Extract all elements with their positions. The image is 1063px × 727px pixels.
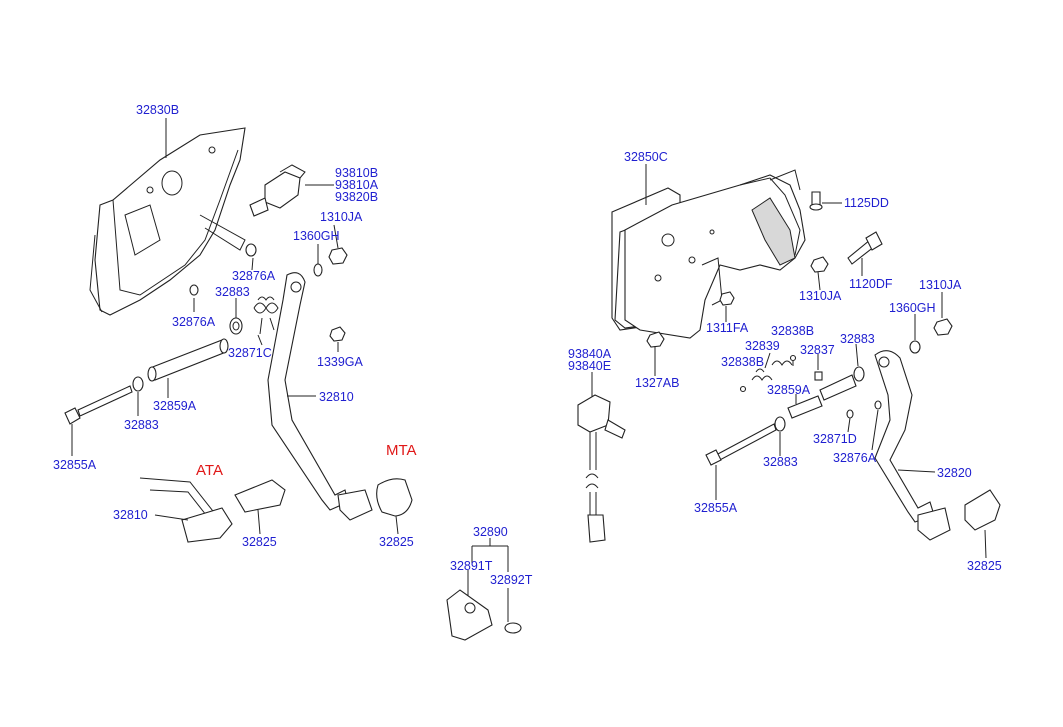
part-label-32810-ata[interactable]: 32810 [113, 508, 148, 522]
nut-1310JA-left [328, 247, 348, 265]
part-label-32837[interactable]: 32837 [800, 343, 835, 357]
leader-lines-left [71, 118, 399, 535]
bushing-32883-upper [229, 317, 243, 335]
part-label-1125DD[interactable]: 1125DD [844, 196, 889, 210]
bushing-32871D [846, 409, 854, 419]
bushing-32883-right-lower [774, 416, 786, 432]
part-label-93840E[interactable]: 93840E [568, 359, 612, 373]
nut-1311FA [719, 291, 735, 306]
spring-32839 [751, 368, 773, 381]
part-label-32850C[interactable]: 32850C [624, 150, 668, 164]
part-label-1311FA[interactable]: 1311FA [706, 321, 749, 335]
spring-32837 [771, 360, 793, 366]
bolt-1120DF [847, 231, 883, 276]
pedal-stopper-32890 [446, 538, 522, 641]
part-label-93810A[interactable]: 93810A [335, 178, 379, 192]
pedal-pad-32825-right [964, 489, 1001, 531]
part-label-32859A-right[interactable]: 32859A [767, 383, 811, 397]
sleeve-32859A-left [147, 338, 229, 382]
part-label-1120DF[interactable]: 1120DF [849, 277, 893, 291]
part-label-32825-mta[interactable]: 32825 [379, 535, 414, 549]
part-label-32855A-left[interactable]: 32855A [53, 458, 97, 472]
part-label-32838B-1[interactable]: 32838B [771, 324, 815, 338]
pedal-bracket-right [611, 169, 806, 339]
part-label-32876A-right[interactable]: 32876A [833, 451, 877, 465]
bolt-32855A-right [705, 423, 777, 466]
bushing-32883-lower [132, 376, 144, 392]
nut-1327AB [646, 331, 665, 348]
part-label-32890[interactable]: 32890 [473, 525, 508, 539]
brake-pedal-32810-ata [139, 477, 233, 543]
part-label-32825-right[interactable]: 32825 [967, 559, 1002, 573]
clip-32837 [814, 371, 823, 381]
part-label-1327AB[interactable]: 1327AB [635, 376, 680, 390]
part-label-32876A-top[interactable]: 32876A [232, 269, 276, 283]
bolt-32855A-left [64, 385, 133, 425]
part-label-32855A-right[interactable]: 32855A [694, 501, 738, 515]
part-label-32892T[interactable]: 32892T [490, 573, 533, 587]
part-label-93810B[interactable]: 93810B [335, 166, 379, 180]
leader-lines-right [645, 164, 987, 559]
nut-1310JA-right-2 [933, 318, 953, 336]
part-label-1310JA-right-2[interactable]: 1310JA [919, 278, 962, 292]
part-label-32839[interactable]: 32839 [745, 339, 780, 353]
variant-label-ata: ATA [196, 462, 223, 479]
washer-1360GH-right [909, 340, 921, 354]
spring-32871C [253, 296, 279, 335]
bushing-32876A-right [874, 400, 882, 410]
part-label-1310JA-left[interactable]: 1310JA [320, 210, 363, 224]
bolt-1125DD [809, 191, 842, 211]
nut-1310JA-right-1 [810, 256, 829, 273]
part-label-32830B[interactable]: 32830B [136, 103, 180, 117]
stop-lamp-switch-93840 [577, 372, 626, 543]
part-label-32810-mta[interactable]: 32810 [319, 390, 354, 404]
part-label-93820B[interactable]: 93820B [335, 190, 379, 204]
pedal-pad-32825-ata [234, 479, 286, 513]
part-label-32859A-left[interactable]: 32859A [153, 399, 197, 413]
brake-switch-left [249, 164, 334, 217]
part-label-93840A[interactable]: 93840A [568, 347, 612, 361]
pedal-pad-32825-mta [376, 478, 413, 517]
part-label-1310JA-right-1[interactable]: 1310JA [799, 289, 842, 303]
part-label-32883-right-upper[interactable]: 32883 [840, 332, 875, 346]
washer-1360GH-left [313, 263, 323, 277]
part-label-32883-upper[interactable]: 32883 [215, 285, 250, 299]
pin-32838B-2 [739, 385, 747, 393]
pin-32838B-1 [789, 354, 797, 362]
part-label-1339GA[interactable]: 1339GA [317, 355, 363, 369]
pedal-bracket-left [89, 127, 246, 316]
bushing-32876A-left [189, 284, 199, 296]
variant-label-mta: MTA [386, 442, 417, 459]
part-label-1360GH-left[interactable]: 1360GH [293, 229, 340, 243]
part-label-32876A-left[interactable]: 32876A [172, 315, 216, 329]
part-label-32838B-2[interactable]: 32838B [721, 355, 765, 369]
nut-1339GA [329, 326, 346, 342]
clutch-pedal-32810-mta [267, 272, 373, 521]
part-label-32891T[interactable]: 32891T [450, 559, 493, 573]
part-label-32883-lower[interactable]: 32883 [124, 418, 159, 432]
part-label-32883-right-lower[interactable]: 32883 [763, 455, 798, 469]
part-label-1360GH-right[interactable]: 1360GH [889, 301, 936, 315]
part-label-32871D[interactable]: 32871D [813, 432, 857, 446]
part-label-32871C[interactable]: 32871C [228, 346, 272, 360]
part-label-32825-ata[interactable]: 32825 [242, 535, 277, 549]
sleeve-32859A-right [787, 366, 865, 419]
part-label-32820[interactable]: 32820 [937, 466, 972, 480]
brake-pedal-32820 [874, 350, 951, 541]
bushing-32876A-top [245, 243, 257, 257]
